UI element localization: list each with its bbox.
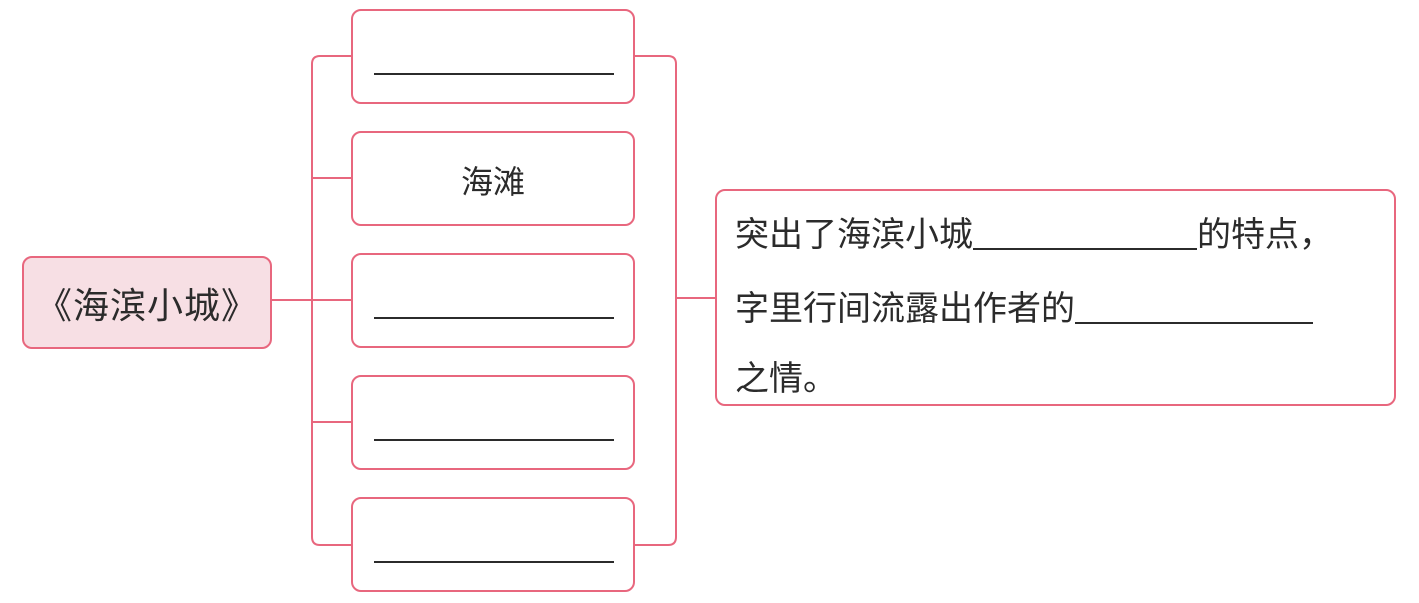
item-box-5 — [351, 497, 635, 592]
root-title: 《海滨小城》 — [35, 285, 258, 327]
summary-box: 突出了海滨小城 的特点， 字里行间流露出作者的 之情。 — [715, 189, 1396, 406]
answer-blank-4[interactable] — [374, 439, 614, 441]
answer-blank-5[interactable] — [374, 561, 614, 563]
item-box-2: 海滩 — [351, 131, 635, 226]
root-node: 《海滨小城》 — [22, 256, 272, 349]
summary-line-1: 突出了海滨小城 的特点， — [735, 207, 1333, 256]
summary-blank-2[interactable] — [1075, 321, 1313, 324]
answer-blank-3[interactable] — [374, 317, 614, 319]
item-box-4 — [351, 375, 635, 470]
summary-line2-prefix: 字里行间流露出作者的 — [735, 289, 1075, 329]
right-bracket — [635, 55, 677, 546]
item-text-2: 海滩 — [460, 163, 525, 201]
summary-line-3: 之情。 — [735, 351, 837, 400]
summary-line-2: 字里行间流露出作者的 — [735, 281, 1313, 330]
summary-line1-suffix: 的特点， — [1197, 215, 1333, 255]
answer-blank-1[interactable] — [374, 73, 614, 75]
summary-line1-prefix: 突出了海滨小城 — [735, 215, 973, 255]
item-box-1 — [351, 9, 635, 104]
summary-line3: 之情。 — [735, 359, 837, 399]
summary-blank-1[interactable] — [973, 247, 1197, 250]
item-box-3 — [351, 253, 635, 348]
